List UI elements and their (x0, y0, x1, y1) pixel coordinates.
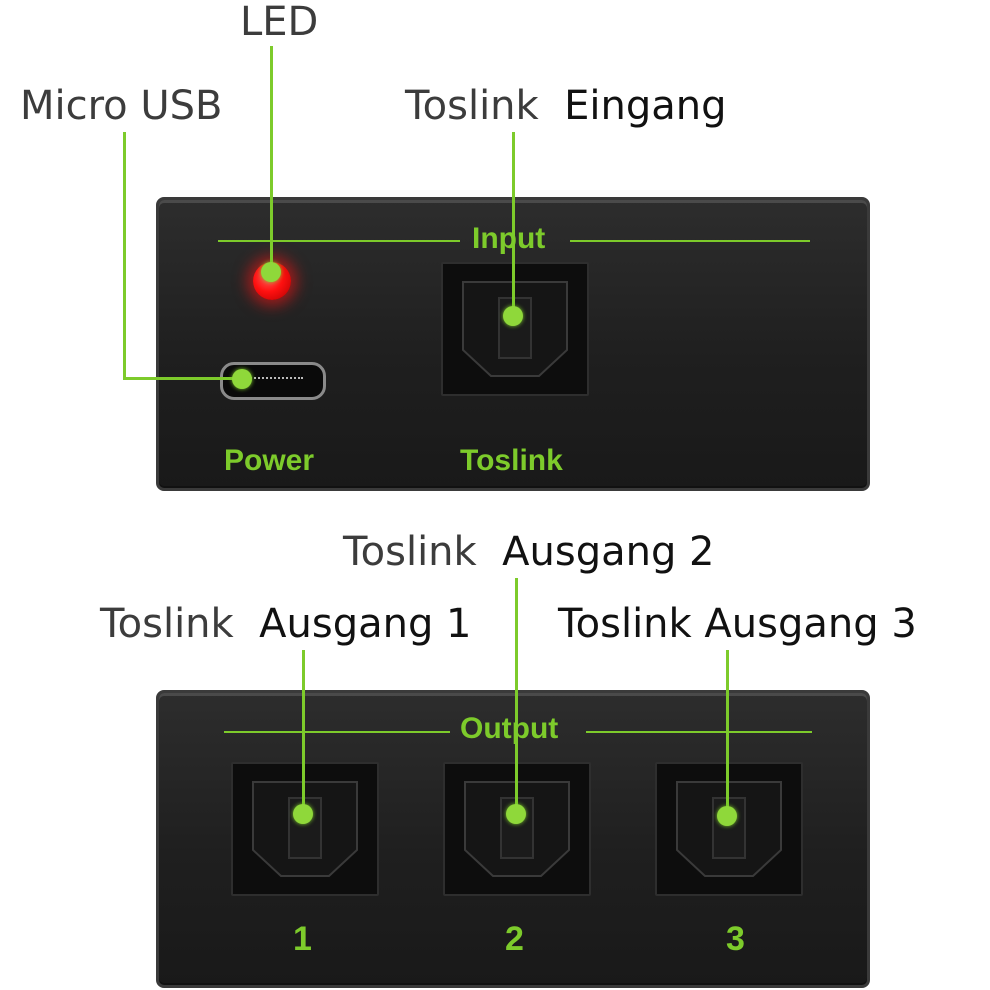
micro-usb-callout-line (123, 132, 126, 380)
toslink-input-port (441, 262, 589, 396)
output-3-callout-line (726, 650, 729, 816)
input-title-rule-left (218, 240, 460, 242)
led-callout-dot (261, 262, 281, 282)
led-callout-line (270, 46, 273, 272)
output-1-callout-line (302, 650, 305, 814)
toslink-output-port-1 (231, 762, 379, 896)
micro-usb-callout-dot (232, 369, 252, 389)
input-panel-title: Input (472, 222, 546, 255)
output-2-callout-line (515, 578, 518, 814)
led-callout: LED (240, 0, 319, 45)
toslink-output-1-callout: Toslink Ausgang 1 (100, 601, 472, 647)
micro-usb-callout-line-horizontal (123, 377, 241, 380)
output-port-number-1: 1 (293, 920, 312, 958)
toslink-output-3-callout: Toslink Ausgang 3 (558, 601, 917, 647)
output-panel-title: Output (460, 712, 559, 745)
toslink-output-2-callout: Toslink Ausgang 2 (343, 529, 715, 575)
output-port-number-2: 2 (505, 920, 524, 958)
output-title-rule-right (586, 731, 812, 733)
toslink-input-callout-line (512, 132, 515, 316)
output-port-number-3: 3 (726, 920, 745, 958)
output-2-callout-dot (506, 804, 526, 824)
output-title-rule-left (224, 731, 450, 733)
input-title-rule-right (570, 240, 810, 242)
toslink-input-callout: Toslink Eingang (405, 83, 727, 129)
power-label: Power (224, 444, 315, 477)
toslink-output-port-3 (655, 762, 803, 896)
toslink-input-label: Toslink (460, 444, 563, 477)
toslink-input-callout-dot (503, 306, 523, 326)
output-1-callout-dot (293, 804, 313, 824)
output-3-callout-dot (717, 806, 737, 826)
micro-usb-callout: Micro USB (20, 83, 223, 129)
usb-port-contacts (239, 377, 303, 385)
